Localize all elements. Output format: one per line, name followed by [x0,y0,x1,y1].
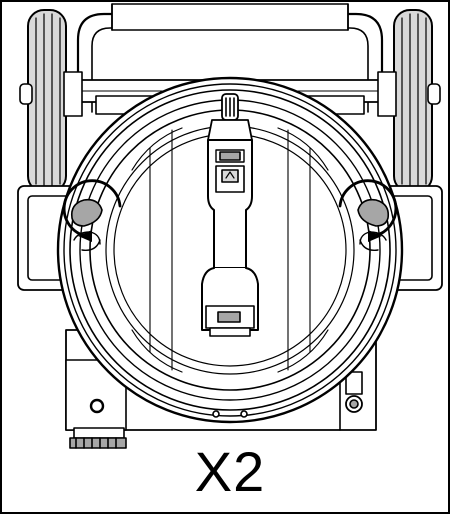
left-latch [70,198,103,251]
left-wheel [19,9,83,193]
power-socket-icon [89,398,105,414]
rotate-clockwise-arrow-icon [338,179,398,242]
quantity-caption: X2 [194,440,266,503]
rotate-counterclockwise-arrow-icon [62,179,122,242]
right-wheel [377,9,441,193]
center-handle [201,93,259,337]
